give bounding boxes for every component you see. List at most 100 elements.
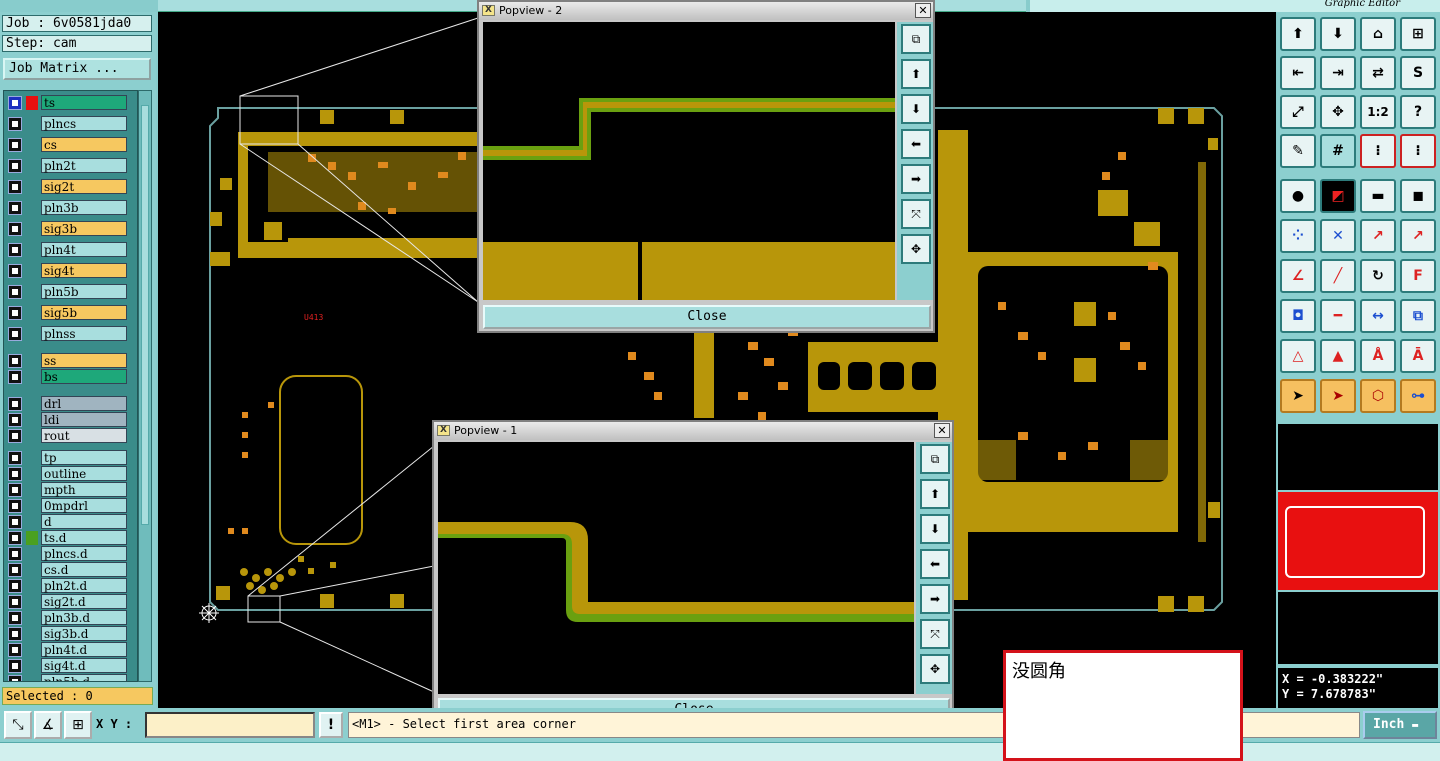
layer-checkbox[interactable] xyxy=(8,467,22,481)
layer-checkbox[interactable] xyxy=(8,451,22,465)
highlight-icon[interactable]: ◩ xyxy=(1320,179,1356,213)
layer-row[interactable]: sig3b xyxy=(6,221,128,236)
layer-checkbox[interactable] xyxy=(8,595,22,609)
pan-right-icon[interactable]: ⇥ xyxy=(1320,56,1356,90)
ruler-icon[interactable]: ▬ xyxy=(1360,179,1396,213)
layer-checkbox[interactable] xyxy=(8,429,22,443)
layer-checkbox[interactable] xyxy=(8,96,22,110)
pointer-icon[interactable]: ➤ xyxy=(1280,379,1316,413)
cross-icon[interactable]: ✕ xyxy=(1320,219,1356,253)
layer-row[interactable]: sig2t.d xyxy=(6,594,128,609)
layer-row[interactable]: sig4t.d xyxy=(6,658,128,673)
triangle-icon[interactable]: △ xyxy=(1280,339,1316,373)
layer-checkbox[interactable] xyxy=(8,201,22,215)
layer-row[interactable]: ts.d xyxy=(6,530,128,545)
layer-checkbox[interactable] xyxy=(8,180,22,194)
layer-row[interactable]: pln4t xyxy=(6,242,128,257)
text-flip-icon[interactable]: F xyxy=(1400,259,1436,293)
line-edit-icon[interactable]: ↗ xyxy=(1400,219,1436,253)
popview-2-close-icon[interactable]: ✕ xyxy=(915,3,931,18)
zoom-out-icon[interactable]: ✥ xyxy=(920,654,950,684)
pan-down-icon[interactable]: ⬇ xyxy=(920,514,950,544)
pan-right-icon[interactable]: ➡ xyxy=(901,164,931,194)
zoom-out-icon[interactable]: ✥ xyxy=(901,234,931,264)
pointer-shape-icon[interactable]: ⬡ xyxy=(1360,379,1396,413)
layer-checkbox[interactable] xyxy=(8,659,22,673)
select-feature-icon[interactable]: ● xyxy=(1280,179,1316,213)
layer-checkbox[interactable] xyxy=(8,611,22,625)
layer-checkbox[interactable] xyxy=(8,222,22,236)
layer-checkbox[interactable] xyxy=(8,306,22,320)
redraw-icon[interactable]: S xyxy=(1400,56,1436,90)
layer-row[interactable]: sig2t xyxy=(6,179,128,194)
snap-left-icon[interactable]: ⁝ xyxy=(1360,134,1396,168)
palette-icon[interactable]: ✎ xyxy=(1280,134,1316,168)
layer-row[interactable]: cs xyxy=(6,137,128,152)
rotate-icon[interactable]: ↻ xyxy=(1360,259,1396,293)
popview-1-window[interactable]: X Popview - 1 ✕ ⧉ ⬆ ⬇ ⬅ ➡ ⤧ ✥ Close xyxy=(432,420,954,726)
layer-row[interactable]: plnss xyxy=(6,326,128,341)
layer-row[interactable]: outline xyxy=(6,466,128,481)
house-icon[interactable]: ⌂ xyxy=(1360,17,1396,51)
layer-row[interactable]: cs.d xyxy=(6,562,128,577)
layer-checkbox[interactable] xyxy=(8,117,22,131)
layer-row[interactable]: ldi xyxy=(6,412,128,427)
layer-row[interactable]: bs xyxy=(6,369,128,384)
mirror-icon[interactable]: ⇄ xyxy=(1360,56,1396,90)
arch-icon[interactable]: Å xyxy=(1360,339,1396,373)
layer-checkbox[interactable] xyxy=(8,397,22,411)
layer-list-scrollbar[interactable] xyxy=(138,90,152,682)
popview-2-view[interactable] xyxy=(483,22,895,300)
scale-1to2-icon[interactable]: 1:2 xyxy=(1360,95,1396,129)
slash-icon[interactable]: ╱ xyxy=(1320,259,1356,293)
layer-checkbox[interactable] xyxy=(8,531,22,545)
layer-row[interactable]: pln4t.d xyxy=(6,642,128,657)
layer-checkbox[interactable] xyxy=(8,675,22,681)
xy-input[interactable] xyxy=(145,712,315,738)
pan-left-icon[interactable]: ⬅ xyxy=(920,549,950,579)
pointer-box-icon[interactable]: ➤ xyxy=(1320,379,1356,413)
grid-icon[interactable]: # xyxy=(1320,134,1356,168)
pan-up-icon[interactable]: ⬆ xyxy=(920,479,950,509)
layer-checkbox[interactable] xyxy=(8,563,22,577)
layer-checkbox[interactable] xyxy=(8,413,22,427)
layer-row[interactable]: pln2t.d xyxy=(6,578,128,593)
layer-checkbox[interactable] xyxy=(8,627,22,641)
overview-map[interactable] xyxy=(1278,492,1438,590)
layer-row[interactable]: sig3b.d xyxy=(6,626,128,641)
layer-row[interactable]: pln5b xyxy=(6,284,128,299)
dotted-square-icon[interactable]: ◼ xyxy=(1400,179,1436,213)
layer-row[interactable]: pln3b xyxy=(6,200,128,215)
units-selector[interactable]: Inch ▬ xyxy=(1363,711,1437,739)
pad-move-icon[interactable]: ◘ xyxy=(1280,299,1316,333)
zoom-area-icon[interactable]: ⤡ xyxy=(4,711,32,739)
popview-1-titlebar[interactable]: X Popview - 1 ✕ xyxy=(434,422,952,440)
layer-checkbox[interactable] xyxy=(8,547,22,561)
layer-row[interactable]: 0mpdrl xyxy=(6,498,128,513)
layer-row[interactable]: ts xyxy=(6,95,128,110)
job-matrix-button[interactable]: Job Matrix ... xyxy=(3,58,151,80)
pan-left-icon[interactable]: ⇤ xyxy=(1280,56,1316,90)
layer-row[interactable]: pln2t xyxy=(6,158,128,173)
zoom-in-icon[interactable]: ⤧ xyxy=(920,619,950,649)
pointer-net-icon[interactable]: ⊶ xyxy=(1400,379,1436,413)
scroll-thumb[interactable] xyxy=(141,105,149,525)
layer-row[interactable]: pln3b.d xyxy=(6,610,128,625)
layer-row[interactable]: sig4t xyxy=(6,263,128,278)
pan-up-icon[interactable]: ⬆ xyxy=(901,59,931,89)
popview-1-close-icon[interactable]: ✕ xyxy=(934,423,950,438)
layer-checkbox[interactable] xyxy=(8,138,22,152)
snap-right-icon[interactable]: ⁝ xyxy=(1400,134,1436,168)
zoom-window-icon[interactable]: ⧉ xyxy=(920,444,950,474)
zoom-fit-icon[interactable]: ⤢ xyxy=(1280,95,1316,129)
alert-button[interactable]: ! xyxy=(319,712,343,738)
layer-checkbox[interactable] xyxy=(8,354,22,368)
layer-checkbox[interactable] xyxy=(8,159,22,173)
home-step-icon[interactable]: ⬆ xyxy=(1280,17,1316,51)
group-icon[interactable]: ⧉ xyxy=(1400,299,1436,333)
angle-measure-icon[interactable]: ∡ xyxy=(34,711,62,739)
help-icon[interactable]: ? xyxy=(1400,95,1436,129)
zoom-window-icon[interactable]: ⧉ xyxy=(901,24,931,54)
angle-icon[interactable]: ∠ xyxy=(1280,259,1316,293)
layer-row[interactable]: rout xyxy=(6,428,128,443)
